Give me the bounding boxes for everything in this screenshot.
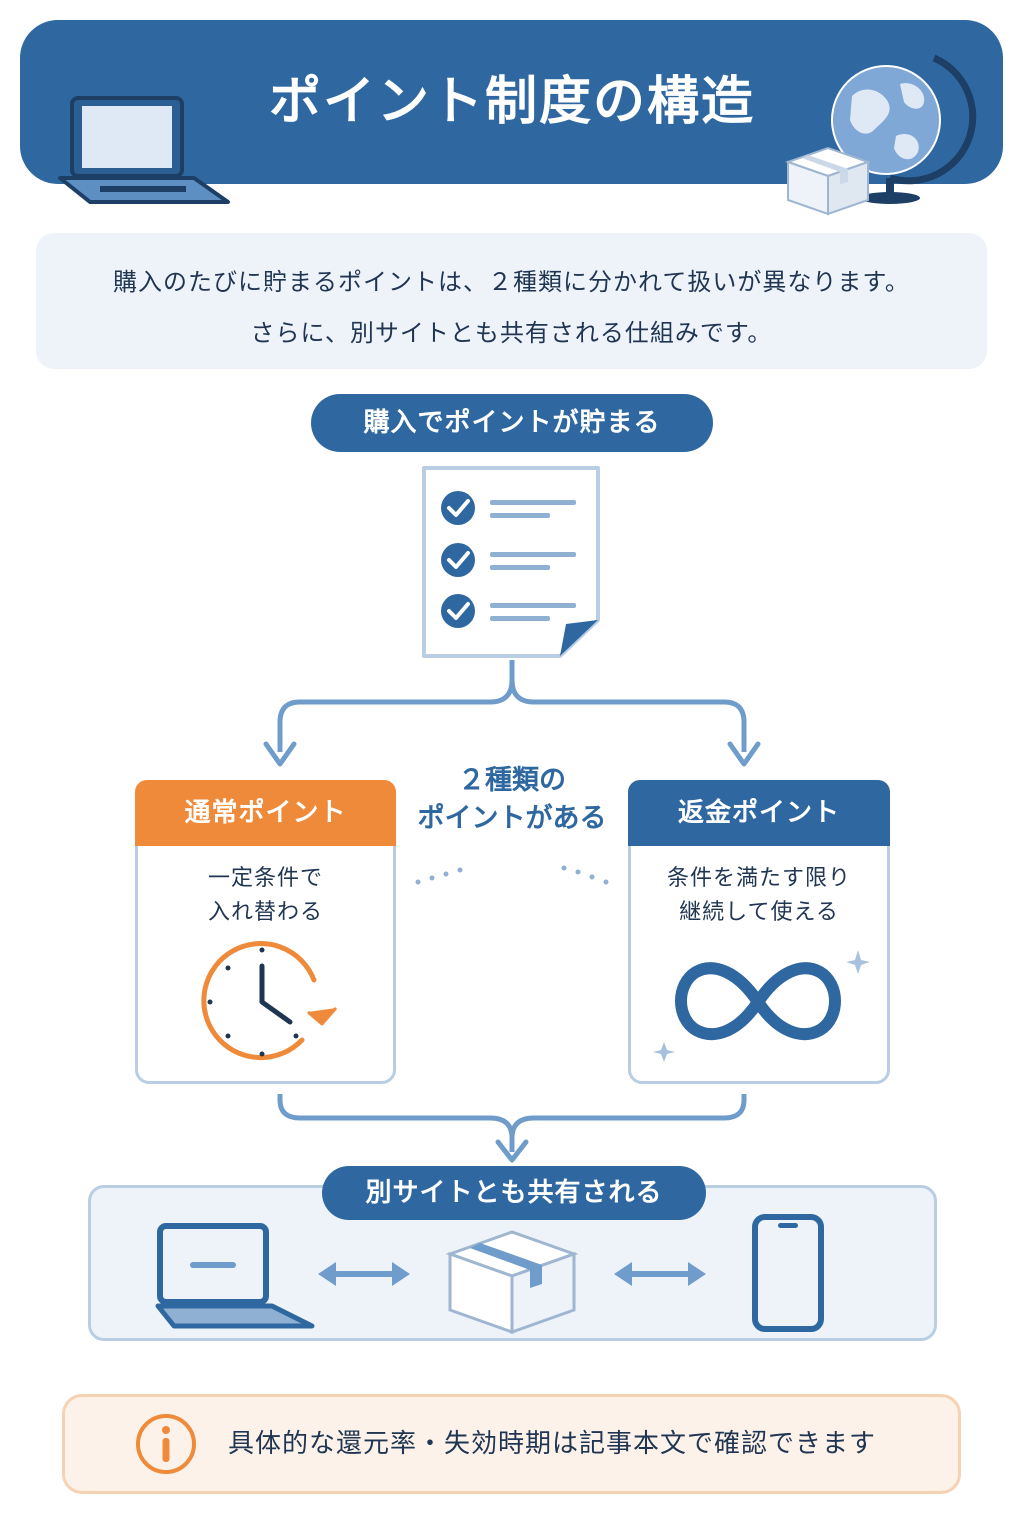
purchase-step-label: 購入でポイントが貯まる [311,394,713,452]
box-icon [784,146,872,216]
checklist-icon [422,466,600,658]
double-arrow-icon-right [614,1262,706,1286]
normal-point-title: 通常ポイント [135,780,396,846]
infinity-icon [653,950,870,1062]
laptop-icon [58,96,230,204]
two-types-label: ２種類の ポイントがある [400,762,624,838]
normal-point-line-2: 入れ替わる [207,900,323,925]
package-icon [445,1230,579,1335]
page-title: ポイント制度の構造 [268,72,755,132]
clock-icon [201,941,338,1061]
laptop-icon-share [155,1223,315,1329]
refund-point-title: 返金ポイント [628,780,890,846]
refund-point-line-1: 条件を満たす限り [666,866,851,891]
intro-line-1: 購入のたびに貯まるポイントは、２種類に分かれて扱いが異なります。 [113,268,910,296]
double-arrow-icon-left [318,1262,410,1286]
refund-point-description: 条件を満たす限り 継続して使える [628,862,890,930]
intro-line-2: さらに、別サイトとも共有される仕組みです。 [250,319,773,347]
normal-point-description: 一定条件で 入れ替わる [135,862,396,930]
smartphone-icon [752,1214,824,1332]
globe-icon [831,54,977,204]
share-label: 別サイトとも共有される [322,1166,706,1220]
note-panel [62,1394,961,1494]
note-text: 具体的な還元率・失効時期は記事本文で確認できます [228,1429,877,1459]
info-icon [136,1414,196,1474]
intro-panel [36,233,987,369]
two-types-line-1: ２種類の [458,765,566,796]
refund-point-line-2: 継続して使える [679,900,839,925]
two-types-line-2: ポイントがある [417,803,607,834]
normal-point-line-1: 一定条件で [207,866,323,891]
